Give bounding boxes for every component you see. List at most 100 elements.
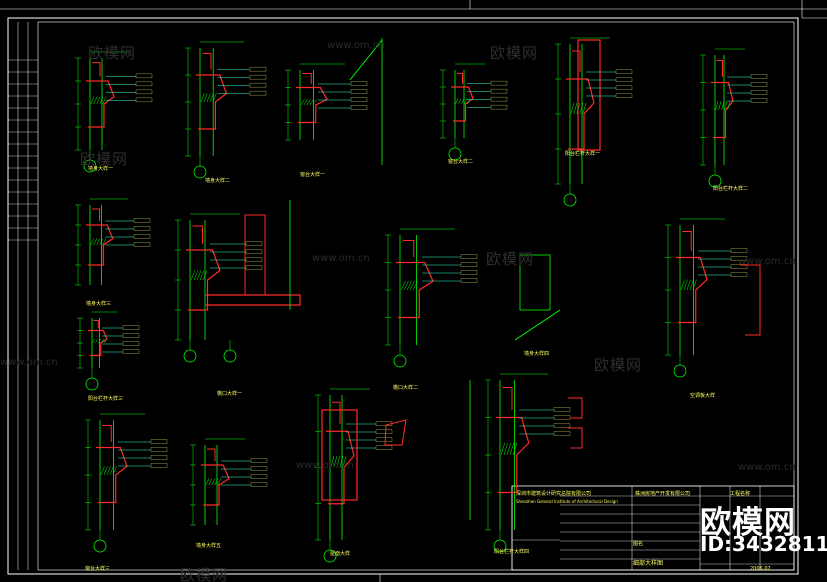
hatch-line xyxy=(400,281,406,291)
section-profile xyxy=(332,401,341,424)
annotation-box xyxy=(249,66,267,72)
annotation-box xyxy=(135,97,153,103)
section-profile xyxy=(676,256,708,324)
hatch-line xyxy=(202,270,208,281)
hatch-line xyxy=(689,279,694,291)
hatch-line xyxy=(203,93,208,103)
annotation-box xyxy=(730,256,748,261)
beam-profile xyxy=(205,294,301,306)
section-profile xyxy=(91,208,100,221)
window-profile xyxy=(568,427,583,449)
hatch-line xyxy=(512,442,518,456)
detail-label: 阳台栏杆大样二 xyxy=(713,186,749,192)
annotation-box xyxy=(750,90,768,95)
hatch-line xyxy=(680,279,685,291)
annotation-box xyxy=(615,69,633,74)
hatch-line xyxy=(190,270,196,281)
detail-label: 阳台栏杆大样四 xyxy=(494,549,530,555)
hatch-line xyxy=(104,338,107,344)
hatch-line xyxy=(570,102,575,115)
annotation-box xyxy=(150,455,168,460)
hatch-line xyxy=(103,466,108,476)
annotation-box xyxy=(150,439,168,444)
watermark: 欧模网 xyxy=(594,356,643,374)
annotation-box xyxy=(730,248,748,253)
title-block-drawing-label: 图名 xyxy=(633,541,644,547)
annotation-box xyxy=(350,105,368,110)
axis-bubble xyxy=(85,377,99,391)
detail-label: 墙身大样三 xyxy=(86,301,112,307)
hatch-line xyxy=(686,279,691,291)
section-profile xyxy=(93,320,99,328)
hatch-line xyxy=(96,96,101,105)
section-profile xyxy=(88,329,108,357)
axis-bubble xyxy=(673,364,687,378)
annotation-box xyxy=(122,349,140,354)
annotation-box xyxy=(249,74,267,80)
hatch-line xyxy=(461,98,465,105)
annotation-box xyxy=(750,74,768,79)
annotation-box xyxy=(245,249,263,254)
section-profile xyxy=(296,86,328,124)
hatch-line xyxy=(112,466,117,476)
annotation-box xyxy=(375,421,393,426)
hatch-line xyxy=(412,281,418,291)
detail-label: 墙身大样五 xyxy=(196,543,222,549)
detail-label: 墙身大样二 xyxy=(205,178,231,184)
annotation-box xyxy=(750,82,768,87)
hatch-line xyxy=(212,93,217,103)
hatch-line xyxy=(99,96,104,105)
hatch-line xyxy=(506,442,512,456)
section-profile xyxy=(244,214,266,296)
hatch-line xyxy=(582,102,587,115)
detail-label: 窗台大样一 xyxy=(300,172,326,178)
hatch-line xyxy=(208,478,213,486)
annotation-box xyxy=(133,234,151,239)
hatch-line xyxy=(206,93,211,103)
watermark: 欧模网 xyxy=(180,566,229,582)
annotation-box xyxy=(375,445,393,450)
hatch-line xyxy=(721,101,725,111)
hatch-line xyxy=(336,455,341,468)
section-profile xyxy=(502,387,513,410)
axis-bubble xyxy=(323,549,337,563)
annotation-box xyxy=(135,81,153,87)
section-profile xyxy=(302,73,312,84)
annotation-box xyxy=(490,96,508,102)
annotation-box xyxy=(350,97,368,102)
detail-label: 阳台栏杆大样三 xyxy=(88,396,124,402)
window-profile xyxy=(740,264,761,336)
section-profile xyxy=(577,39,601,151)
hatch-line xyxy=(342,455,347,468)
hatch-line xyxy=(409,281,415,291)
section-profile xyxy=(711,81,734,139)
section-profile xyxy=(207,448,216,461)
hatch-line xyxy=(500,442,506,456)
annotation-box xyxy=(750,98,768,103)
section-profile xyxy=(192,225,203,244)
hatch-line xyxy=(573,102,578,115)
hatch-line xyxy=(193,270,199,281)
hatch-line xyxy=(217,478,222,486)
annotation-box xyxy=(375,437,393,442)
hatch-line xyxy=(211,478,216,486)
hatch-line xyxy=(93,238,98,246)
hatch-line xyxy=(205,478,210,486)
hatch-line xyxy=(90,238,95,246)
annotation-box xyxy=(250,458,268,463)
detail-label: 墙身大样一 xyxy=(88,166,114,172)
section-profile xyxy=(186,249,221,311)
section-profile xyxy=(196,74,228,130)
hatch-line xyxy=(101,338,104,344)
section-profile xyxy=(96,446,128,504)
hatch-line xyxy=(718,101,722,111)
hatch-line xyxy=(455,98,459,105)
section-profile xyxy=(102,425,112,442)
logo-id: ID:3432811 xyxy=(700,532,827,556)
detail-label: 窗台大样三 xyxy=(85,566,111,572)
hatch-line xyxy=(458,98,462,105)
section-profile xyxy=(496,416,530,494)
axis-bubble xyxy=(393,354,407,368)
